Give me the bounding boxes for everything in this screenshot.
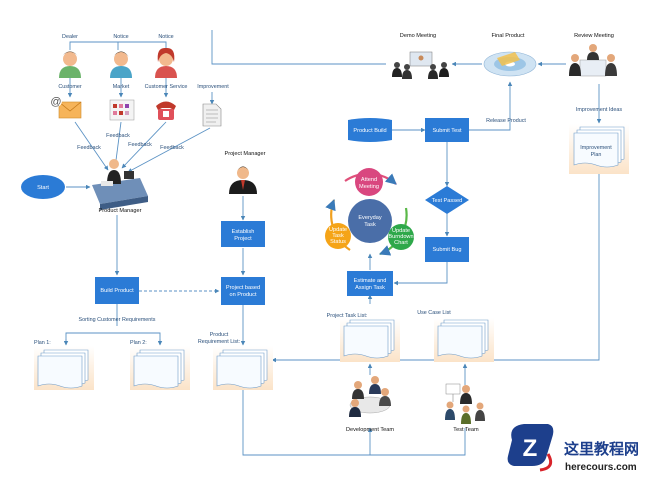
review-meeting-label: Review Meeting — [574, 33, 614, 39]
notice-person-female-icon — [155, 47, 177, 78]
demo-meeting-label: Demo Meeting — [400, 33, 436, 39]
watermark-logo: Z 这里教程网 herecours.com — [507, 424, 639, 473]
product-build-shape[interactable]: Product Build — [348, 118, 392, 142]
feedback-label-4: Feedback — [160, 145, 184, 151]
everyday-label-2: Task — [364, 222, 376, 228]
plan1-label: Plan 1: — [34, 340, 51, 346]
status-label-2: Task — [332, 233, 344, 239]
project-based-label-1: Project based — [226, 285, 260, 291]
improvement-label: Improvement — [197, 84, 229, 90]
update-burndown-circle[interactable] — [388, 224, 414, 250]
customer-label: Customer — [58, 84, 82, 90]
attend-label-1: Attend — [361, 177, 377, 183]
dealer-label: Dealer — [62, 34, 78, 40]
attend-label-2: Meeting — [359, 184, 379, 190]
improvement-plan-document-stack[interactable]: Improvement Plan — [569, 124, 629, 174]
project-task-list-document-stack — [340, 318, 400, 362]
everyday-label-1: Everyday — [358, 215, 382, 221]
final-product-disc-icon — [483, 51, 537, 77]
use-case-list-label: Use Case List — [417, 310, 451, 316]
product-build-label: Product Build — [353, 128, 386, 134]
svg-text:Z: Z — [523, 435, 538, 462]
product-manager-label: Product Manager — [99, 208, 142, 214]
test-team-presentation-icon — [445, 383, 485, 424]
project-manager-label: Project Manager — [224, 151, 265, 157]
notice-label-1: Notice — [113, 34, 128, 40]
requirement-list-document-stack — [213, 346, 273, 390]
telephone-icon — [156, 101, 176, 120]
development-team-label: Development Team — [346, 427, 394, 433]
connectors — [63, 30, 602, 456]
market-label: Market — [113, 84, 130, 90]
establish-label-2: Project — [234, 236, 252, 242]
everyday-task-cycle: Everyday Task Attend Meeting Update Burn… — [325, 168, 414, 256]
project-task-list-label: Project Task List: — [327, 313, 368, 319]
product-req-label-2: Requirement List: — [198, 339, 240, 345]
customer-service-label: Customer Service — [145, 84, 188, 90]
dealer-person-icon — [59, 51, 81, 78]
improvement-plan-label-1: Improvement — [580, 145, 612, 151]
development-team-meeting-icon — [349, 376, 391, 417]
submit-test-box[interactable]: Submit Test — [425, 118, 469, 142]
test-passed-diamond[interactable]: Test Passed — [425, 186, 469, 214]
notice-label-2: Notice — [158, 34, 173, 40]
burndown-label-2: Burndown — [388, 234, 413, 240]
plan2-document-stack — [130, 346, 190, 390]
feedback-label-1: Feedback — [77, 145, 101, 151]
project-based-label-2: on Product — [229, 292, 256, 298]
email-icon: @ — [50, 95, 82, 119]
submit-bug-label: Submit Bug — [433, 247, 462, 253]
update-status-circle[interactable] — [325, 223, 351, 249]
market-chart-icon — [109, 99, 135, 121]
product-manager-desk-icon — [92, 159, 148, 210]
product-req-label-1: Product — [210, 332, 229, 338]
start-node[interactable]: Start — [21, 175, 65, 199]
watermark-url: herecours.com — [565, 462, 637, 473]
project-based-box[interactable]: Project based on Product — [221, 277, 265, 305]
everyday-task-circle[interactable] — [348, 199, 392, 243]
final-product-label: Final Product — [492, 33, 525, 39]
feedback-label-2: Feedback — [106, 133, 130, 139]
attend-meeting-circle[interactable] — [355, 168, 383, 196]
notice-person-icon — [110, 51, 132, 78]
test-passed-label: Test Passed — [432, 198, 462, 204]
estimate-label-1: Estimate and — [354, 278, 387, 284]
test-team-label: Test Team — [453, 427, 479, 433]
status-label-1: Update — [329, 227, 347, 233]
sorting-label: Sorting Customer Requirements — [79, 317, 156, 323]
demo-meeting-icon — [388, 50, 452, 79]
improvement-document-icon — [202, 103, 222, 127]
project-manager-person-icon — [229, 166, 257, 194]
estimate-assign-box[interactable]: Estimate and Assign Task — [347, 271, 393, 296]
establish-project-box[interactable]: Establish Project — [221, 221, 265, 247]
plan1-document-stack — [34, 346, 94, 390]
svg-text:@: @ — [50, 96, 61, 108]
submit-test-label: Submit Test — [432, 128, 462, 134]
status-label-3: Status — [330, 239, 346, 245]
submit-bug-box[interactable]: Submit Bug — [425, 237, 469, 262]
start-label: Start — [37, 185, 49, 191]
establish-label-1: Establish — [232, 229, 255, 235]
improvement-ideas-label: Improvement Ideas — [576, 107, 622, 113]
build-product-label: Build Product — [100, 288, 134, 294]
plan2-label: Plan 2: — [130, 340, 147, 346]
burndown-label-1: Update — [392, 228, 410, 234]
review-meeting-icon — [569, 44, 617, 77]
improvement-plan-label-2: Plan — [591, 152, 602, 158]
estimate-label-2: Assign Task — [355, 285, 385, 291]
watermark-title: 这里教程网 — [564, 440, 639, 458]
use-case-list-document-stack — [434, 318, 494, 362]
release-product-label: Release Product — [486, 118, 526, 124]
build-product-box[interactable]: Build Product — [95, 277, 139, 304]
feedback-label-3: Feedback — [128, 142, 152, 148]
burndown-label-3: Chart — [394, 240, 408, 246]
